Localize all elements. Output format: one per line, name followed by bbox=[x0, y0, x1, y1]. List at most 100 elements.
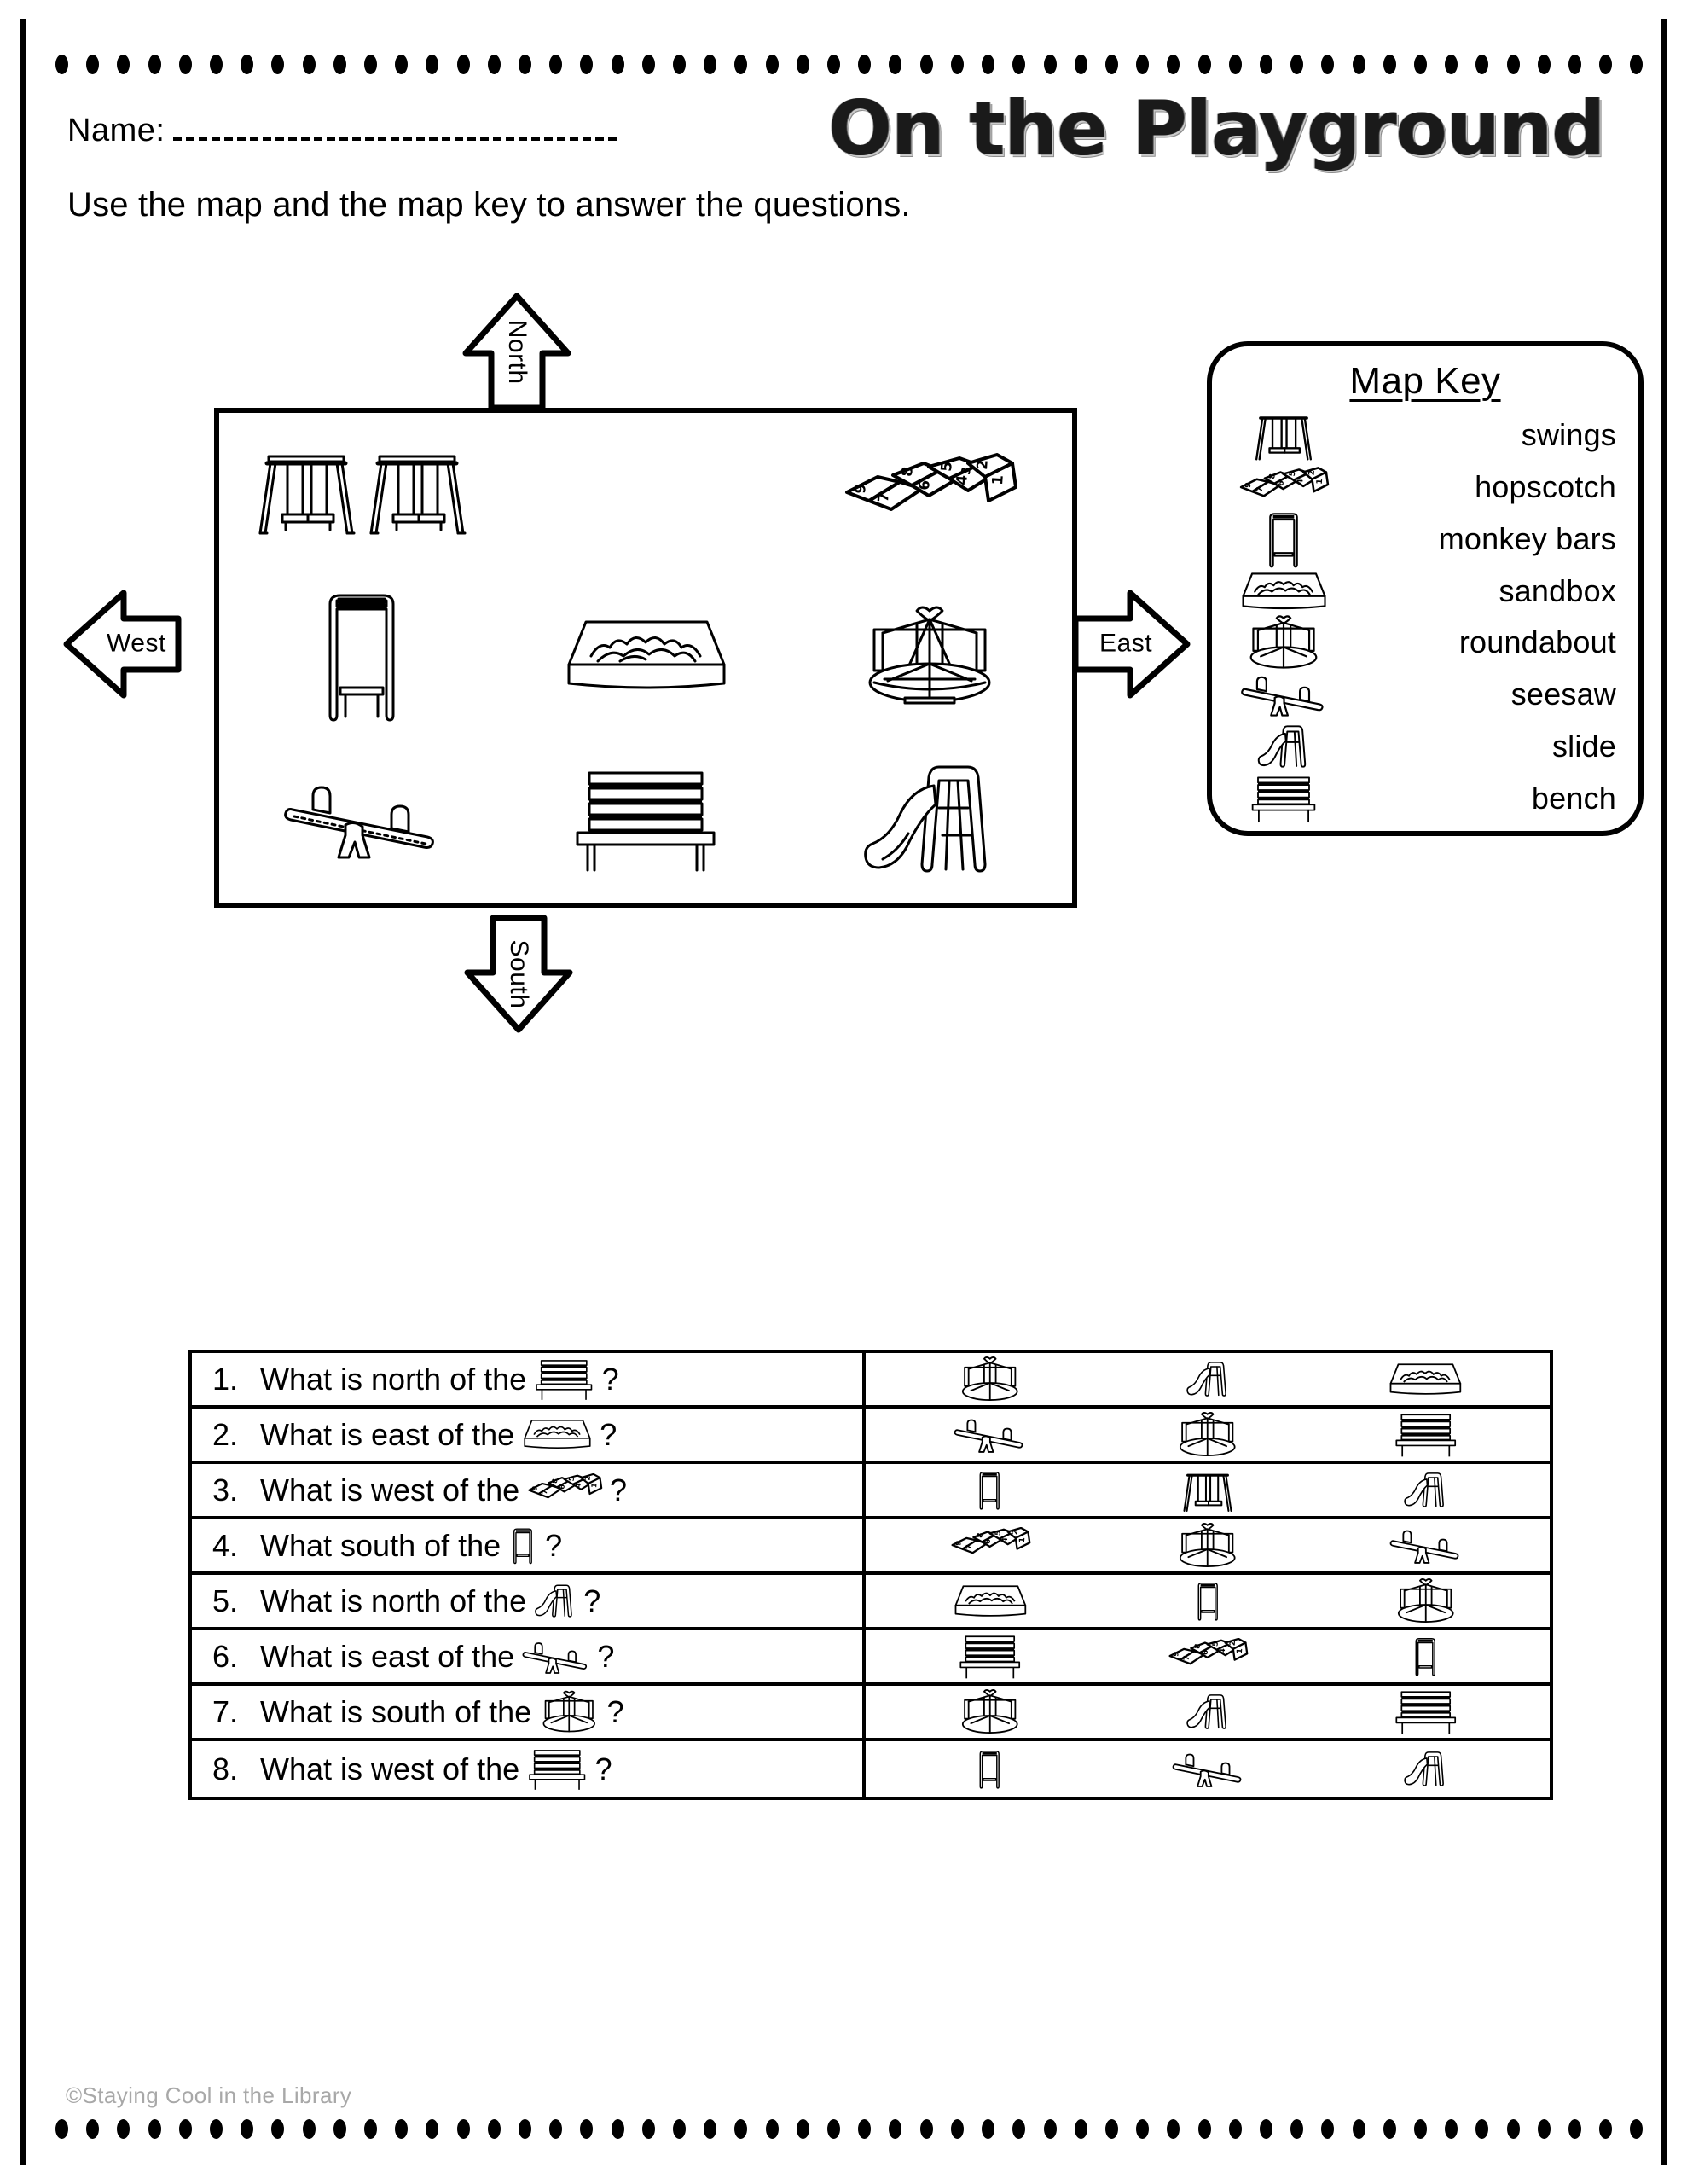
bench-icon bbox=[569, 763, 722, 880]
border-dot bbox=[827, 54, 841, 74]
answer-choice-roundabout[interactable] bbox=[1114, 1409, 1301, 1460]
svg-text:9: 9 bbox=[1244, 482, 1253, 488]
border-dot bbox=[1136, 54, 1150, 74]
map-key-label: monkey bars bbox=[1438, 520, 1616, 556]
compass-north: North bbox=[461, 292, 572, 411]
border-dot bbox=[641, 2118, 655, 2139]
svg-text:1: 1 bbox=[1236, 1648, 1244, 1654]
question-row: 8.What is west of the ? bbox=[192, 1741, 1550, 1797]
map-key-label: swings bbox=[1521, 417, 1616, 452]
playground-map: 9 7 8 6 5 4 2 1 3 bbox=[214, 408, 1077, 908]
answer-choices-cell: 9 7 8 6 5 4 2 1 bbox=[866, 1630, 1550, 1682]
svg-text:1: 1 bbox=[1315, 479, 1325, 485]
bench-icon bbox=[526, 1746, 588, 1792]
border-dot bbox=[241, 2118, 254, 2139]
svg-text:7: 7 bbox=[965, 1544, 973, 1550]
border-dot bbox=[302, 54, 316, 74]
border-dot bbox=[889, 2118, 902, 2139]
answer-choice-bench[interactable] bbox=[1331, 1687, 1519, 1736]
question-row: 2.What is east of the ? bbox=[192, 1409, 1550, 1464]
border-dot bbox=[1413, 2118, 1427, 2139]
border-dot bbox=[1104, 54, 1118, 74]
name-input-line[interactable] bbox=[173, 134, 617, 141]
border-dot bbox=[86, 54, 100, 74]
answer-choice-monkey-bars[interactable] bbox=[896, 1744, 1084, 1794]
answer-choice-seesaw[interactable] bbox=[896, 1413, 1084, 1456]
border-dot bbox=[1506, 2118, 1520, 2139]
question-number: 8. bbox=[212, 1751, 239, 1786]
answer-choice-monkey-bars[interactable] bbox=[896, 1465, 1084, 1515]
border-dot bbox=[1630, 2118, 1644, 2139]
border-dot bbox=[86, 2118, 100, 2139]
hopscotch-icon: 9 7 8 6 5 4 2 1 bbox=[1227, 466, 1340, 508]
answer-choice-monkey-bars[interactable] bbox=[1114, 1576, 1301, 1626]
question-row: 5.What is north of the ? bbox=[192, 1575, 1550, 1630]
map-cell-northwest bbox=[255, 444, 468, 544]
answer-choice-monkey-bars[interactable] bbox=[1331, 1631, 1519, 1682]
svg-text:4: 4 bbox=[573, 1482, 582, 1488]
question-text: What is west of the bbox=[260, 1751, 520, 1786]
question-cell: 5.What is north of the ? bbox=[192, 1575, 866, 1627]
answer-choice-slide[interactable] bbox=[1114, 1354, 1301, 1404]
answer-choice-bench[interactable] bbox=[1331, 1410, 1519, 1459]
answer-choice-swings[interactable] bbox=[1114, 1466, 1301, 1514]
bench-icon bbox=[533, 1356, 595, 1402]
question-cell: 1.What is north of the ? bbox=[192, 1353, 866, 1405]
compass-east: East bbox=[1072, 589, 1191, 700]
question-number: 5. bbox=[212, 1583, 239, 1618]
svg-text:9: 9 bbox=[530, 1485, 539, 1491]
map-key-label: slide bbox=[1551, 729, 1616, 764]
answer-choice-roundabout[interactable] bbox=[1114, 1520, 1301, 1571]
question-mark: ? bbox=[601, 1361, 619, 1397]
svg-text:2: 2 bbox=[1307, 469, 1317, 475]
question-cell: 7.What is south of the ? bbox=[192, 1686, 866, 1738]
answer-choice-slide[interactable] bbox=[1331, 1744, 1519, 1794]
sandbox-icon bbox=[560, 608, 731, 706]
border-dot bbox=[919, 54, 933, 74]
answer-choice-hopscotch[interactable]: 9 7 8 6 5 4 2 1 bbox=[896, 1527, 1084, 1563]
answer-choice-slide[interactable] bbox=[1331, 1465, 1519, 1515]
answer-choice-roundabout[interactable] bbox=[896, 1354, 1084, 1404]
seesaw-icon bbox=[521, 1636, 590, 1677]
border-dot bbox=[1043, 54, 1057, 74]
border-dot bbox=[704, 54, 717, 74]
compass-east-label: East bbox=[1099, 629, 1153, 658]
answer-choice-seesaw[interactable] bbox=[1114, 1747, 1301, 1791]
border-dot bbox=[1445, 2118, 1458, 2139]
answer-choice-bench[interactable] bbox=[896, 1632, 1084, 1681]
sandbox-icon bbox=[1227, 566, 1340, 616]
roundabout-icon bbox=[1227, 613, 1340, 672]
svg-text:7: 7 bbox=[1255, 486, 1265, 492]
question-number: 7. bbox=[212, 1693, 239, 1729]
map-cell-southwest bbox=[281, 772, 443, 870]
border-dot bbox=[487, 54, 501, 74]
slide-icon bbox=[533, 1577, 577, 1624]
answer-choice-seesaw[interactable] bbox=[1331, 1524, 1519, 1567]
svg-text:6: 6 bbox=[1202, 1650, 1210, 1656]
answer-choice-roundabout[interactable] bbox=[1331, 1576, 1519, 1626]
svg-text:5: 5 bbox=[1288, 471, 1297, 477]
svg-text:5: 5 bbox=[938, 461, 956, 472]
seesaw-icon bbox=[281, 772, 443, 870]
answer-choice-hopscotch[interactable]: 9 7 8 6 5 4 2 1 bbox=[1114, 1638, 1301, 1674]
copyright-credit: ©Staying Cool in the Library bbox=[66, 2082, 352, 2108]
map-cell-center bbox=[560, 608, 731, 706]
border-dot bbox=[704, 2118, 717, 2139]
svg-text:1: 1 bbox=[1017, 1537, 1026, 1543]
answer-choice-roundabout[interactable] bbox=[896, 1687, 1084, 1737]
border-dot bbox=[673, 54, 687, 74]
answer-choices-cell bbox=[866, 1409, 1550, 1461]
svg-text:5: 5 bbox=[994, 1531, 1002, 1536]
question-number: 4. bbox=[212, 1527, 239, 1563]
answer-choice-sandbox[interactable] bbox=[896, 1580, 1084, 1623]
map-key-item-hopscotch: 9 7 8 6 5 4 2 1 hopscotch bbox=[1227, 462, 1623, 513]
swings-icon bbox=[366, 444, 468, 544]
border-dot bbox=[426, 54, 439, 74]
border-dot bbox=[178, 2118, 192, 2139]
border-dot bbox=[1383, 2118, 1396, 2139]
svg-text:4: 4 bbox=[1219, 1648, 1227, 1654]
border-dot bbox=[148, 54, 161, 74]
answer-choice-sandbox[interactable] bbox=[1331, 1358, 1519, 1401]
answer-choice-slide[interactable] bbox=[1114, 1687, 1301, 1737]
map-key-item-roundabout: roundabout bbox=[1227, 615, 1623, 669]
